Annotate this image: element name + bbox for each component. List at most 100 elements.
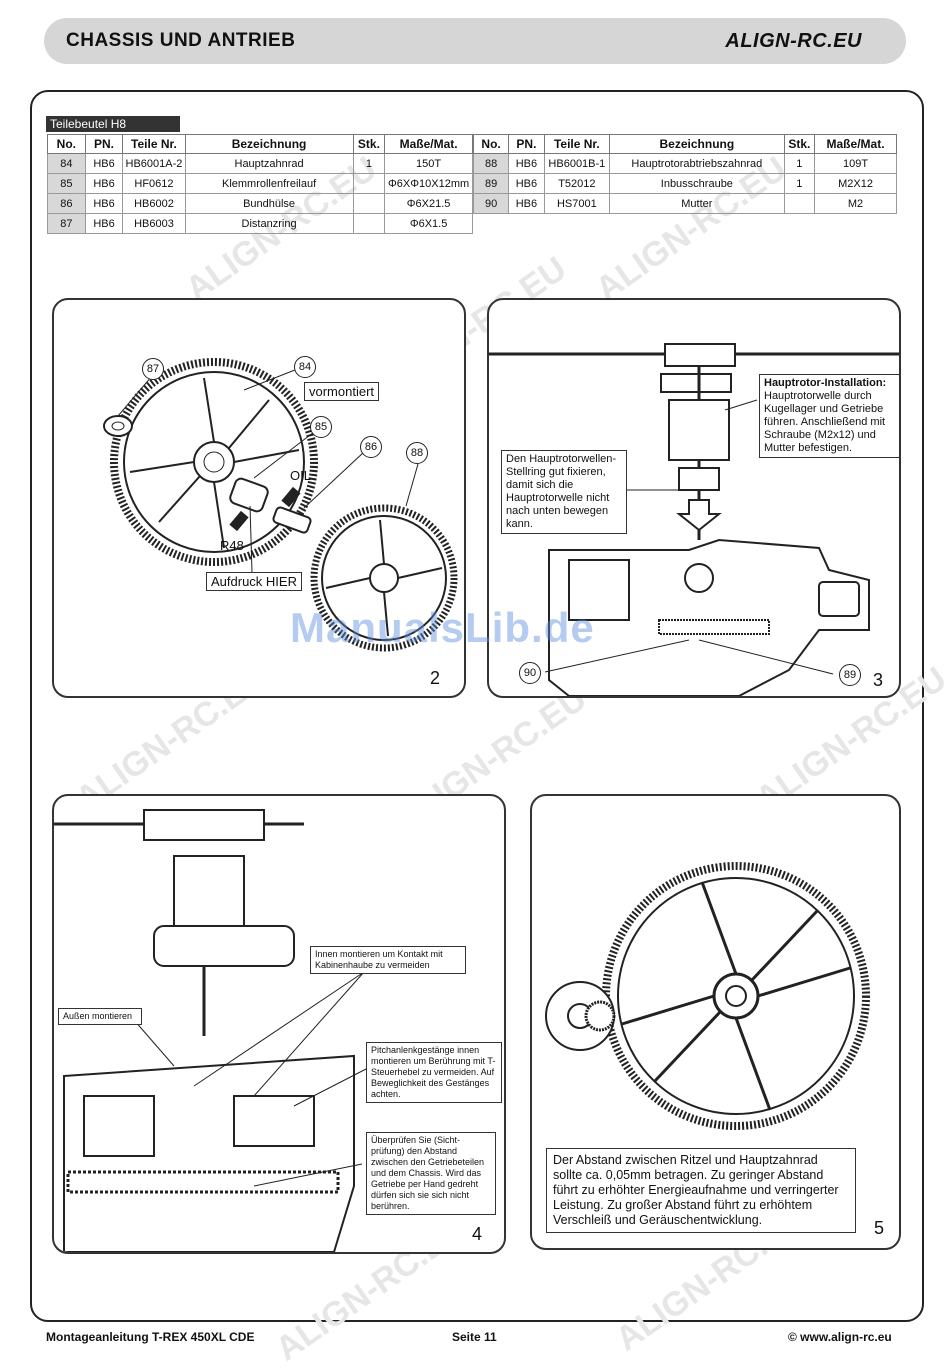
manualslib-watermark: ManualsLib.de	[290, 604, 595, 651]
gear-mesh-diagram	[545, 862, 870, 1130]
table-cell: T52012	[543, 173, 611, 194]
table-cell: HB6	[508, 173, 545, 194]
col-name: Bezeichnung	[184, 134, 354, 154]
col-size: Maße/Mat.	[814, 134, 897, 154]
page-header: CHASSIS UND ANTRIEB ALIGN-RC.EU	[44, 18, 906, 64]
table-cell: HB6001B-1	[543, 153, 611, 174]
table-cell: HB6	[508, 153, 545, 174]
table-cell: 84	[47, 153, 86, 174]
table-cell: Φ6XΦ10X12mm	[384, 173, 473, 194]
callout-87: 87	[142, 358, 164, 380]
table-cell	[352, 193, 386, 214]
callout-85: 85	[310, 416, 332, 438]
col-no: No.	[47, 134, 86, 154]
step-3-panel: Hauptrotor-Installation: Hauptrotorwelle…	[487, 298, 901, 698]
step-5-panel: Der Abstand zwischen Ritzel und Hauptzah…	[530, 794, 901, 1250]
brand-logo: ALIGN-RC.EU	[725, 30, 862, 52]
r48-label: R48	[220, 538, 244, 553]
callout-89: 89	[839, 664, 861, 686]
step-2-panel: 87 84 85 86 88 vormontiert OIL R48 Aufdr…	[52, 298, 466, 698]
table-cell: HF0612	[122, 173, 186, 194]
main-rotor-install-diagram	[489, 343, 899, 696]
table-cell: Klemmrollenfreilauf	[184, 173, 354, 194]
callout-86: 86	[360, 436, 382, 458]
table-cell: 1	[783, 173, 816, 194]
table-cell: Distanzring	[184, 213, 354, 234]
parts-table-left: No. PN. Teile Nr. Bezeichnung Stk. Maße/…	[47, 134, 473, 234]
table-cell: HB6001A-2	[122, 153, 186, 174]
table-cell: Inbusschraube	[609, 173, 785, 194]
rotor-install-callout: Hauptrotor-Installation: Hauptrotorwelle…	[759, 374, 899, 458]
content-frame	[30, 90, 924, 1322]
callout-90: 90	[519, 662, 541, 684]
footer-manual-title: Montageanleitung T-REX 450XL CDE	[46, 1330, 255, 1344]
col-size: Maße/Mat.	[384, 134, 473, 154]
table-cell: HB6	[508, 193, 545, 214]
gear-check-callout: Überprüfen Sie (Sicht-prüfung) den Absta…	[366, 1132, 496, 1215]
step-number: 4	[472, 1224, 483, 1244]
table-cell: HB6	[84, 153, 124, 174]
table-cell: 89	[472, 173, 510, 194]
step-4-panel: Innen montieren um Kontakt mit Kabinenha…	[52, 794, 506, 1254]
pitch-linkage-callout: Pitchanlenkgestänge innen montieren um B…	[366, 1042, 502, 1103]
table-cell: HB6	[84, 173, 124, 194]
gear-assembly-diagram	[103, 358, 458, 652]
col-part-no: Teile Nr.	[543, 134, 611, 154]
outer-mount-callout: Außen montieren	[58, 1008, 142, 1025]
stellring-callout: Den Hauptrotorwellen-Stellring gut fixie…	[501, 450, 627, 534]
table-cell	[783, 193, 816, 214]
table-cell: Mutter	[609, 193, 785, 214]
table-cell: HB6002	[122, 193, 186, 214]
page-title: CHASSIS UND ANTRIEB	[66, 30, 296, 51]
table-cell: Φ6X21.5	[384, 193, 473, 214]
table-cell: 86	[47, 193, 86, 214]
rotor-install-title: Hauptrotor-Installation:	[764, 377, 887, 389]
col-pn: PN.	[84, 134, 124, 154]
parts-table-right: No. PN. Teile Nr. Bezeichnung Stk. Maße/…	[472, 134, 897, 214]
table-cell: HB6	[84, 213, 124, 234]
col-name: Bezeichnung	[609, 134, 785, 154]
table-cell: 1	[352, 153, 386, 174]
table-cell: 90	[472, 193, 510, 214]
callout-88: 88	[406, 442, 428, 464]
step-number: 5	[874, 1218, 885, 1238]
table-cell: 85	[47, 173, 86, 194]
table-cell: Hauptzahnrad	[184, 153, 354, 174]
parts-bag-label: Teilebeutel H8	[46, 116, 180, 132]
gear-backlash-callout: Der Abstand zwischen Ritzel und Hauptzah…	[546, 1148, 856, 1233]
inner-mount-callout: Innen montieren um Kontakt mit Kabinenha…	[310, 946, 466, 974]
table-cell: HS7001	[543, 193, 611, 214]
aufdruck-label: Aufdruck HIER	[206, 572, 302, 591]
table-cell: 150T	[384, 153, 473, 174]
table-cell: HB6003	[122, 213, 186, 234]
footer-website: © www.align-rc.eu	[788, 1330, 892, 1344]
col-qty: Stk.	[352, 134, 386, 154]
table-cell: Φ6X1.5	[384, 213, 473, 234]
table-cell: Bundhülse	[184, 193, 354, 214]
table-cell: 109T	[814, 153, 897, 174]
step-number: 3	[873, 670, 884, 690]
col-no: No.	[472, 134, 510, 154]
footer-page-number: Seite 11	[452, 1330, 497, 1344]
table-cell: 87	[47, 213, 86, 234]
col-qty: Stk.	[783, 134, 816, 154]
table-cell: M2X12	[814, 173, 897, 194]
callout-84: 84	[294, 356, 316, 378]
table-cell: Hauptrotorabtriebszahnrad	[609, 153, 785, 174]
table-cell: HB6	[84, 193, 124, 214]
table-cell: M2	[814, 193, 897, 214]
vormontiert-label: vormontiert	[304, 382, 380, 401]
col-part-no: Teile Nr.	[122, 134, 186, 154]
step-number: 2	[430, 668, 441, 688]
linkage-install-diagram	[54, 809, 369, 1252]
oil-label: OIL	[290, 468, 311, 483]
table-cell: 88	[472, 153, 510, 174]
table-cell	[352, 173, 386, 194]
